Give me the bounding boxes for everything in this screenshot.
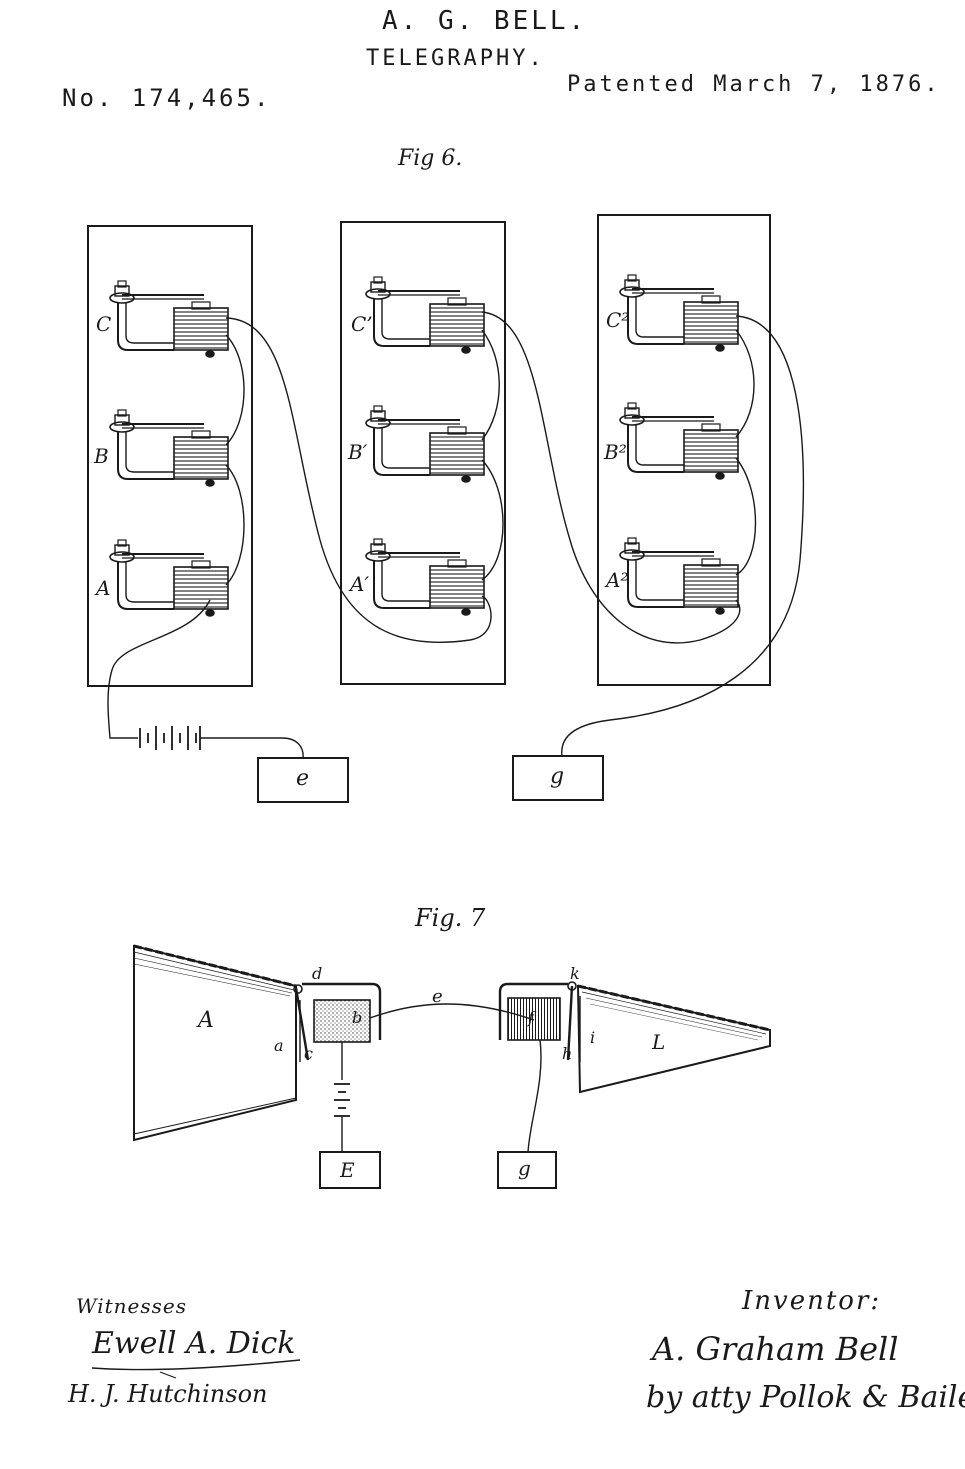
fig6-label-C2: C² <box>606 308 630 332</box>
fig7-label-k: k <box>570 964 580 983</box>
fig6-title: Fig 6. <box>398 146 463 171</box>
fig7-label-a: a <box>274 1036 284 1055</box>
fig6-label-A: A <box>96 576 111 600</box>
fig7-tube-L <box>576 984 771 1094</box>
fig6-panel-1 <box>87 225 253 687</box>
fig6-box-g <box>512 755 604 801</box>
fig7-label-i: i <box>590 1028 596 1047</box>
fig7-box-E-label: E <box>340 1158 355 1182</box>
fig6-label-B2: B² <box>604 440 627 464</box>
fig7-label-e: e <box>432 986 443 1007</box>
fig7-label-c: c <box>304 1044 313 1063</box>
fig7-tube-A <box>133 944 297 1142</box>
fig6-box-e-label: e <box>296 766 310 791</box>
fig7-box-E <box>319 1151 381 1189</box>
inventor-signature: A. Graham Bell <box>652 1330 899 1368</box>
witness-1-signature: Ewell A. Dick <box>92 1326 296 1361</box>
fig6-panel-3 <box>597 214 771 686</box>
fig6-label-A2: A² <box>606 568 629 592</box>
patent-number: No. 174,465. <box>62 84 272 112</box>
fig7-label-L: L <box>652 1030 666 1054</box>
attorney-signature: by atty Pollok & Bailey <box>646 1380 965 1415</box>
fig6-box-g-label: g <box>550 764 565 789</box>
fig6-label-B: B <box>94 444 109 468</box>
fig6-label-C: C <box>96 312 112 336</box>
fig6-label-B1: B′ <box>348 440 368 464</box>
fig7-magnet-f <box>507 997 561 1041</box>
subject-line: TELEGRAPHY. <box>366 46 545 71</box>
fig7-box-g <box>497 1151 557 1189</box>
fig6-label-C1: C’ <box>351 312 373 336</box>
fig7-title: Fig. 7 <box>415 904 486 932</box>
fig7-label-A: A <box>198 1008 214 1033</box>
patent-date: Patented March 7, 1876. <box>567 72 941 97</box>
fig7-magnet-b <box>313 999 371 1043</box>
witness-2-signature: H. J. Hutchinson <box>68 1380 268 1408</box>
inventor-line: A. G. BELL. <box>382 6 588 36</box>
fig7-label-h: h <box>562 1044 573 1063</box>
fig7-label-d: d <box>312 964 323 983</box>
fig6-label-A1: A′ <box>350 572 369 596</box>
fig6-box-e <box>257 757 349 803</box>
fig7-label-b: b <box>352 1008 363 1027</box>
inventor-label: Inventor: <box>742 1286 882 1316</box>
fig6-battery <box>139 726 201 750</box>
fig7-box-g-label: g <box>518 1156 531 1180</box>
witnesses-label: Witnesses <box>76 1294 187 1318</box>
fig6-panel-2 <box>340 221 506 685</box>
fig7-label-f: f <box>528 1008 534 1027</box>
